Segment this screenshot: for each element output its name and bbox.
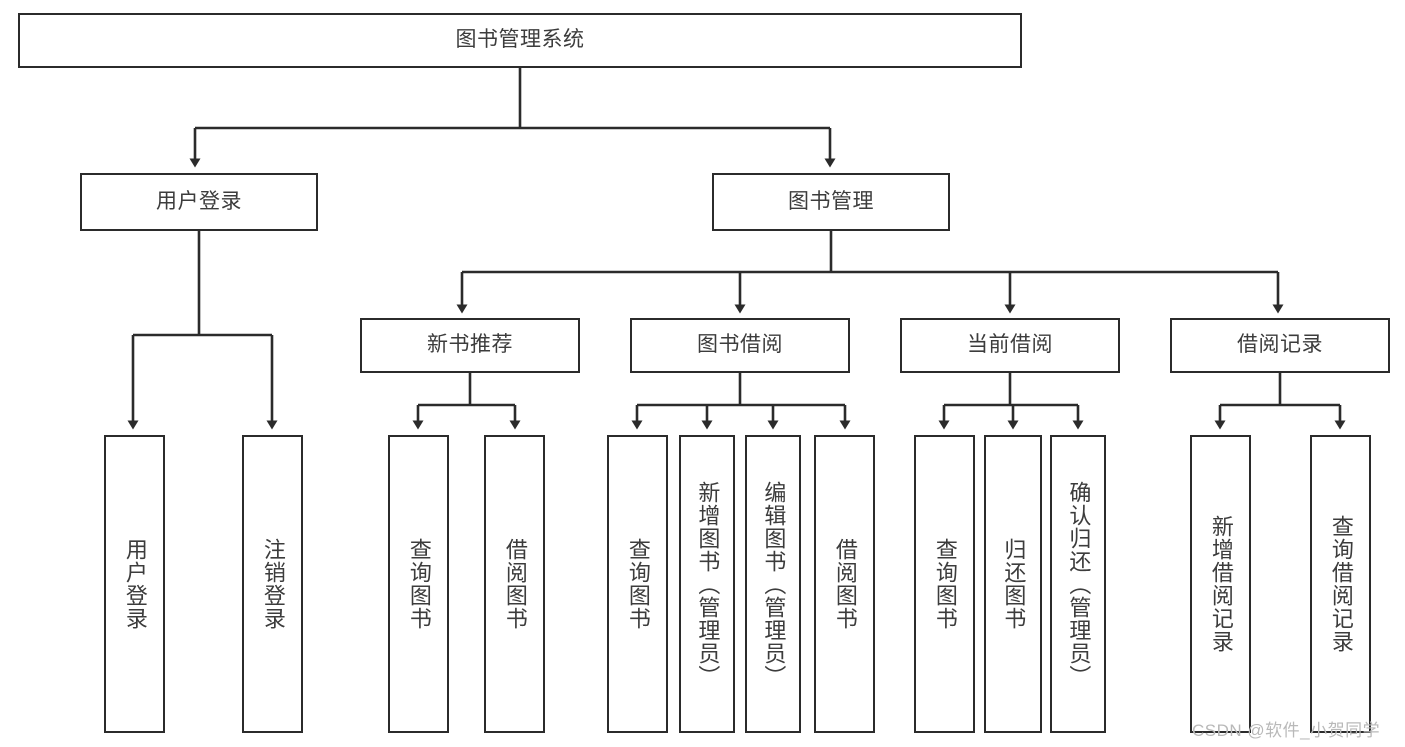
leaf-query-borrow-record-label: 查询借阅记录 [1328,515,1354,653]
leaf-confirm-return-admin-label: 确认归还（管理员） [1066,480,1092,688]
node-current-borrow[interactable]: 当前借阅 [900,318,1120,373]
leaf-edit-book-admin-label: 编辑图书（管理员） [761,480,787,688]
node-book-management-label: 图书管理 [788,189,874,213]
node-root[interactable]: 图书管理系统 [18,13,1022,68]
node-new-book-recommend[interactable]: 新书推荐 [360,318,580,373]
leaf-query-book-current-label: 查询图书 [932,538,958,630]
leaf-add-book-admin[interactable]: 新增图书（管理员） [679,435,735,733]
leaf-borrow-book-label: 借阅图书 [832,538,858,630]
leaf-add-borrow-record[interactable]: 新增借阅记录 [1190,435,1251,733]
leaf-user-login[interactable]: 用户登录 [104,435,165,733]
leaf-query-book-current[interactable]: 查询图书 [914,435,975,733]
leaf-return-book[interactable]: 归还图书 [984,435,1042,733]
leaf-borrow-book[interactable]: 借阅图书 [814,435,875,733]
node-root-label: 图书管理系统 [455,28,585,52]
leaf-query-book-borrow[interactable]: 查询图书 [607,435,668,733]
leaf-borrow-book-rec[interactable]: 借阅图书 [484,435,545,733]
node-book-borrow-label: 图书借阅 [697,333,783,357]
node-book-borrow[interactable]: 图书借阅 [630,318,850,373]
leaf-edit-book-admin[interactable]: 编辑图书（管理员） [745,435,801,733]
leaf-return-book-label: 归还图书 [1001,538,1027,630]
leaf-user-login-label: 用户登录 [122,538,148,630]
node-current-borrow-label: 当前借阅 [967,333,1053,357]
csdn-watermark: CSDN @软件_小贺同学 [1192,721,1381,740]
leaf-query-book-rec-label: 查询图书 [406,538,432,630]
node-user-login-label: 用户登录 [156,189,242,213]
leaf-add-book-admin-label: 新增图书（管理员） [695,480,721,688]
leaf-logout[interactable]: 注销登录 [242,435,303,733]
leaf-borrow-book-rec-label: 借阅图书 [502,538,528,630]
leaf-add-borrow-record-label: 新增借阅记录 [1208,515,1234,653]
node-book-management[interactable]: 图书管理 [712,173,950,231]
node-new-book-recommend-label: 新书推荐 [427,333,513,357]
leaf-query-book-borrow-label: 查询图书 [625,538,651,630]
leaf-query-book-rec[interactable]: 查询图书 [388,435,449,733]
node-borrow-record[interactable]: 借阅记录 [1170,318,1390,373]
node-borrow-record-label: 借阅记录 [1237,333,1323,357]
leaf-confirm-return-admin[interactable]: 确认归还（管理员） [1050,435,1106,733]
node-user-login[interactable]: 用户登录 [80,173,318,231]
leaf-query-borrow-record[interactable]: 查询借阅记录 [1310,435,1371,733]
leaf-logout-label: 注销登录 [260,538,286,630]
